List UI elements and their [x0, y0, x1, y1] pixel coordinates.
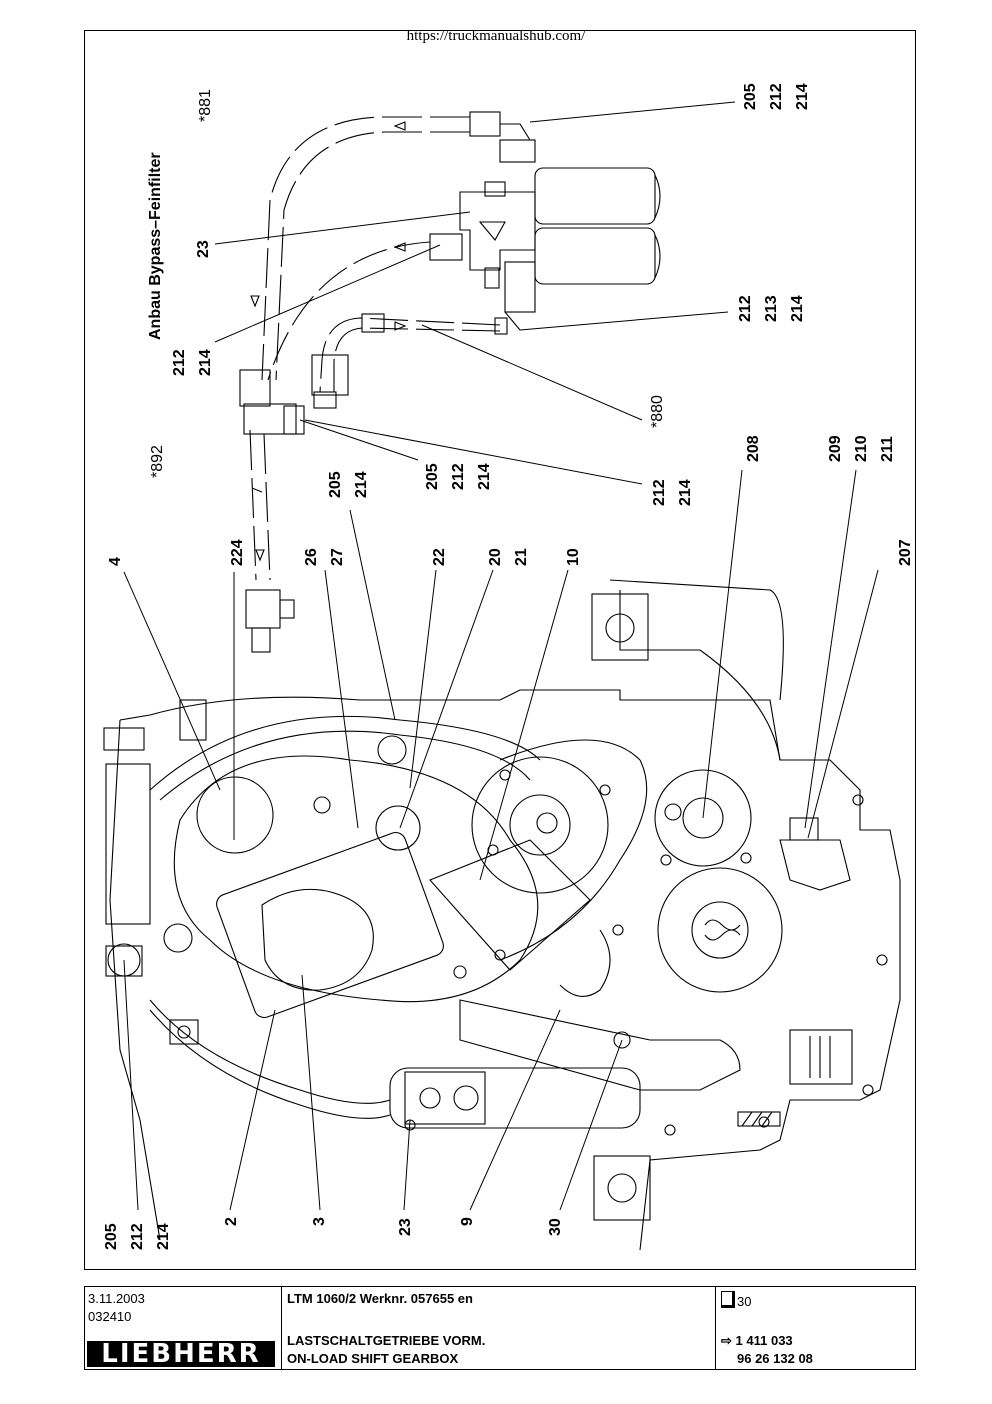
callout-212: 212: [768, 83, 785, 110]
drawing-date: 3.11.2003: [88, 1291, 145, 1306]
callout-22: 22: [431, 548, 448, 566]
callout-23: 23: [397, 1218, 414, 1236]
drawing-frame: [84, 30, 916, 1270]
callout-205: 205: [742, 83, 759, 110]
title-english: ON-LOAD SHIFT GEARBOX: [287, 1351, 459, 1366]
title-block-divider: [281, 1287, 282, 1369]
callout-205: 205: [327, 471, 344, 498]
callout-23: 23: [195, 240, 212, 258]
callout-27: 27: [329, 548, 346, 566]
callout-10: 10: [565, 548, 582, 566]
callout-205: 205: [103, 1223, 120, 1250]
callout-30: 30: [547, 1218, 564, 1236]
title-block-divider: [715, 1287, 716, 1369]
bypass-filter-assembly: [239, 111, 661, 653]
title-block: 3.11.2003 032410 LIEBHERR LTM 1060/2 Wer…: [84, 1286, 916, 1370]
callout-207: 207: [897, 539, 914, 566]
callout-20: 20: [487, 548, 504, 566]
callout-3: 3: [311, 1217, 328, 1226]
callout-212: 212: [651, 479, 668, 506]
annotation-880: *880: [649, 395, 666, 428]
document-number: 96 26 132 08: [737, 1351, 813, 1366]
annotation-892: *892: [149, 445, 166, 478]
callout-214: 214: [155, 1223, 172, 1250]
technical-drawing: Anbau Bypass–Feinfilter *881 *880 *892: [103, 83, 914, 1251]
callout-214: 214: [476, 463, 493, 490]
model-number: LTM 1060/2 Werknr. 057655 en: [287, 1291, 473, 1306]
callout-212: 212: [171, 349, 188, 376]
drawing-code: 032410: [88, 1309, 132, 1324]
callout-4: 4: [107, 557, 124, 566]
reference-number: ⇨ 1 411 033: [721, 1333, 793, 1348]
callout-211: 211: [879, 436, 896, 462]
callout-208: 208: [745, 435, 762, 462]
page-number: 30: [721, 1291, 751, 1309]
callout-214: 214: [197, 349, 214, 376]
leader-lines: [123, 101, 879, 1211]
callout-26: 26: [303, 548, 320, 566]
callout-224: 224: [229, 539, 246, 566]
title-german: LASTSCHALTGETRIEBE VORM.: [287, 1333, 486, 1348]
annotation-881: *881: [197, 89, 214, 122]
callout-214: 214: [794, 83, 811, 110]
callout-205: 205: [424, 463, 441, 490]
callout-214: 214: [789, 295, 806, 322]
callout-212: 212: [450, 463, 467, 490]
callout-21: 21: [513, 548, 530, 566]
callout-labels: 205 212 214 212 213 214 23 212 214 212 2…: [103, 83, 914, 1250]
callout-9: 9: [459, 1217, 476, 1226]
drawing-title: Anbau Bypass–Feinfilter: [147, 152, 164, 340]
gearbox-assembly: [103, 579, 901, 1251]
callout-214: 214: [353, 471, 370, 498]
liebherr-logo: LIEBHERR: [87, 1341, 275, 1367]
callout-2: 2: [223, 1217, 240, 1226]
callout-210: 210: [853, 435, 870, 462]
callout-213: 213: [763, 295, 780, 322]
arrow-icon: ⇨: [721, 1333, 732, 1348]
callout-212: 212: [129, 1223, 146, 1250]
callout-212: 212: [737, 295, 754, 322]
callout-214: 214: [677, 479, 694, 506]
callout-209: 209: [827, 435, 844, 462]
page-icon: [721, 1291, 735, 1308]
source-url[interactable]: https://truckmanualshub.com/: [406, 28, 586, 44]
